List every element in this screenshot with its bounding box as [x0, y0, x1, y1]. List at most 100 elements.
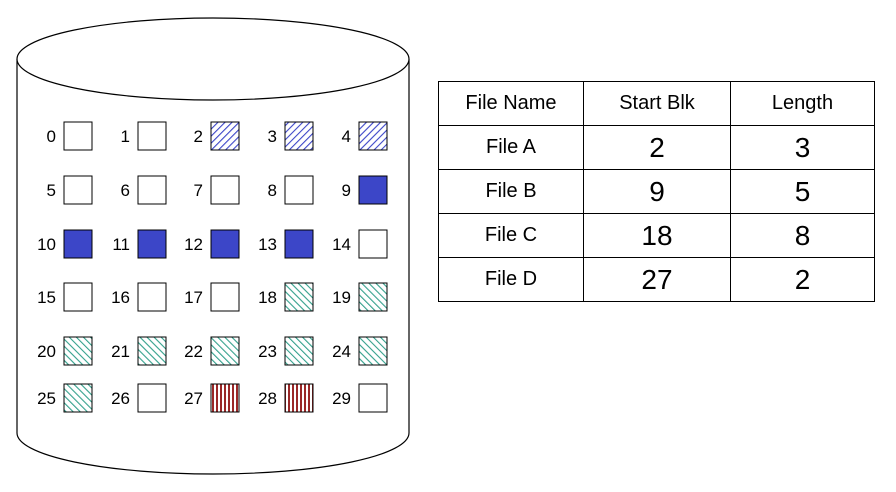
block-cell-file_b — [210, 229, 240, 259]
disk-block-10: 10 — [37, 229, 93, 259]
disk-block-23: 23 — [258, 336, 314, 366]
block-cell-free — [137, 175, 167, 205]
disk-block-15: 15 — [37, 282, 93, 312]
block-number: 29 — [332, 389, 351, 408]
block-cell-file_b — [137, 229, 167, 259]
disk-block-21: 21 — [111, 336, 167, 366]
disk-block-22: 22 — [184, 336, 240, 366]
block-cell-free — [210, 282, 240, 312]
disk-block-0: 0 — [47, 121, 93, 151]
block-number: 27 — [184, 389, 203, 408]
block-number: 22 — [184, 342, 203, 361]
length-cell: 8 — [730, 213, 875, 258]
block-cell-file_b — [358, 175, 388, 205]
block-cell-file_c — [63, 336, 93, 366]
disk-block-8: 8 — [268, 175, 314, 205]
disk-block-16: 16 — [111, 282, 167, 312]
block-cell-file_c — [358, 336, 388, 366]
block-cell-file_b — [284, 229, 314, 259]
block-cell-file_c — [358, 282, 388, 312]
disk-block-2: 2 — [194, 121, 240, 151]
disk-block-28: 28 — [258, 383, 314, 413]
block-number: 18 — [258, 288, 277, 307]
block-cell-free — [210, 175, 240, 205]
cylinder-top — [16, 17, 410, 101]
block-cell-file_d — [284, 383, 314, 413]
file-allocation-table: File Name Start Blk Length File A 2 3 Fi… — [438, 81, 875, 302]
block-cell-file_a — [358, 121, 388, 151]
length-cell: 2 — [730, 257, 875, 302]
disk-block-19: 19 — [332, 282, 388, 312]
file-name-cell: File C — [438, 213, 584, 258]
start-block-cell: 18 — [583, 213, 731, 258]
disk-block-25: 25 — [37, 383, 93, 413]
block-cell-file_b — [63, 229, 93, 259]
block-cell-file_c — [284, 336, 314, 366]
block-number: 15 — [37, 288, 56, 307]
block-number: 25 — [37, 389, 56, 408]
block-cell-free — [358, 383, 388, 413]
block-number: 17 — [184, 288, 203, 307]
block-cell-free — [137, 121, 167, 151]
block-number: 11 — [112, 235, 130, 254]
block-number: 26 — [111, 389, 130, 408]
block-number: 28 — [258, 389, 277, 408]
block-number: 8 — [268, 181, 277, 200]
length-cell: 5 — [730, 169, 875, 214]
disk-block-6: 6 — [121, 175, 167, 205]
block-cell-free — [137, 383, 167, 413]
disk-block-24: 24 — [332, 336, 388, 366]
disk-block-18: 18 — [258, 282, 314, 312]
disk-block-9: 9 — [342, 175, 388, 205]
header-start-block: Start Blk — [583, 81, 731, 126]
table-header-row: File Name Start Blk Length — [438, 81, 875, 126]
block-number: 14 — [332, 235, 351, 254]
disk-block-12: 12 — [184, 229, 240, 259]
start-block-cell: 2 — [583, 125, 731, 170]
block-cell-file_c — [63, 383, 93, 413]
block-number: 16 — [111, 288, 130, 307]
block-number: 5 — [47, 181, 56, 200]
block-number: 20 — [37, 342, 56, 361]
block-number: 21 — [111, 342, 130, 361]
block-cell-free — [63, 121, 93, 151]
disk-block-3: 3 — [268, 121, 314, 151]
cylinder-body — [16, 59, 410, 475]
block-cell-free — [284, 175, 314, 205]
disk-block-5: 5 — [47, 175, 93, 205]
block-number: 0 — [47, 127, 56, 146]
disk-block-29: 29 — [332, 383, 388, 413]
start-block-cell: 27 — [583, 257, 731, 302]
start-block-cell: 9 — [583, 169, 731, 214]
header-file-name: File Name — [438, 81, 584, 126]
block-cell-free — [63, 282, 93, 312]
table-row: File B 9 5 — [438, 169, 875, 214]
file-name-cell: File A — [438, 125, 584, 170]
disk-block-13: 13 — [258, 229, 314, 259]
length-cell: 3 — [730, 125, 875, 170]
block-number: 7 — [194, 181, 203, 200]
block-number: 23 — [258, 342, 277, 361]
table-row: File D 27 2 — [438, 257, 875, 302]
block-cell-file_a — [210, 121, 240, 151]
block-number: 10 — [37, 235, 56, 254]
header-length: Length — [730, 81, 875, 126]
block-cell-file_c — [284, 282, 314, 312]
disk-block-1: 1 — [121, 121, 167, 151]
block-number: 9 — [342, 181, 351, 200]
disk-block-4: 4 — [342, 121, 388, 151]
block-number: 1 — [121, 127, 130, 146]
block-number: 2 — [194, 127, 203, 146]
block-number: 12 — [184, 235, 203, 254]
file-name-cell: File B — [438, 169, 584, 214]
block-cell-free — [63, 175, 93, 205]
block-number: 24 — [332, 342, 351, 361]
table-row: File A 2 3 — [438, 125, 875, 170]
block-number: 13 — [258, 235, 277, 254]
disk-block-11: 11 — [112, 229, 167, 259]
file-name-cell: File D — [438, 257, 584, 302]
table-row: File C 18 8 — [438, 213, 875, 258]
block-number: 3 — [268, 127, 277, 146]
